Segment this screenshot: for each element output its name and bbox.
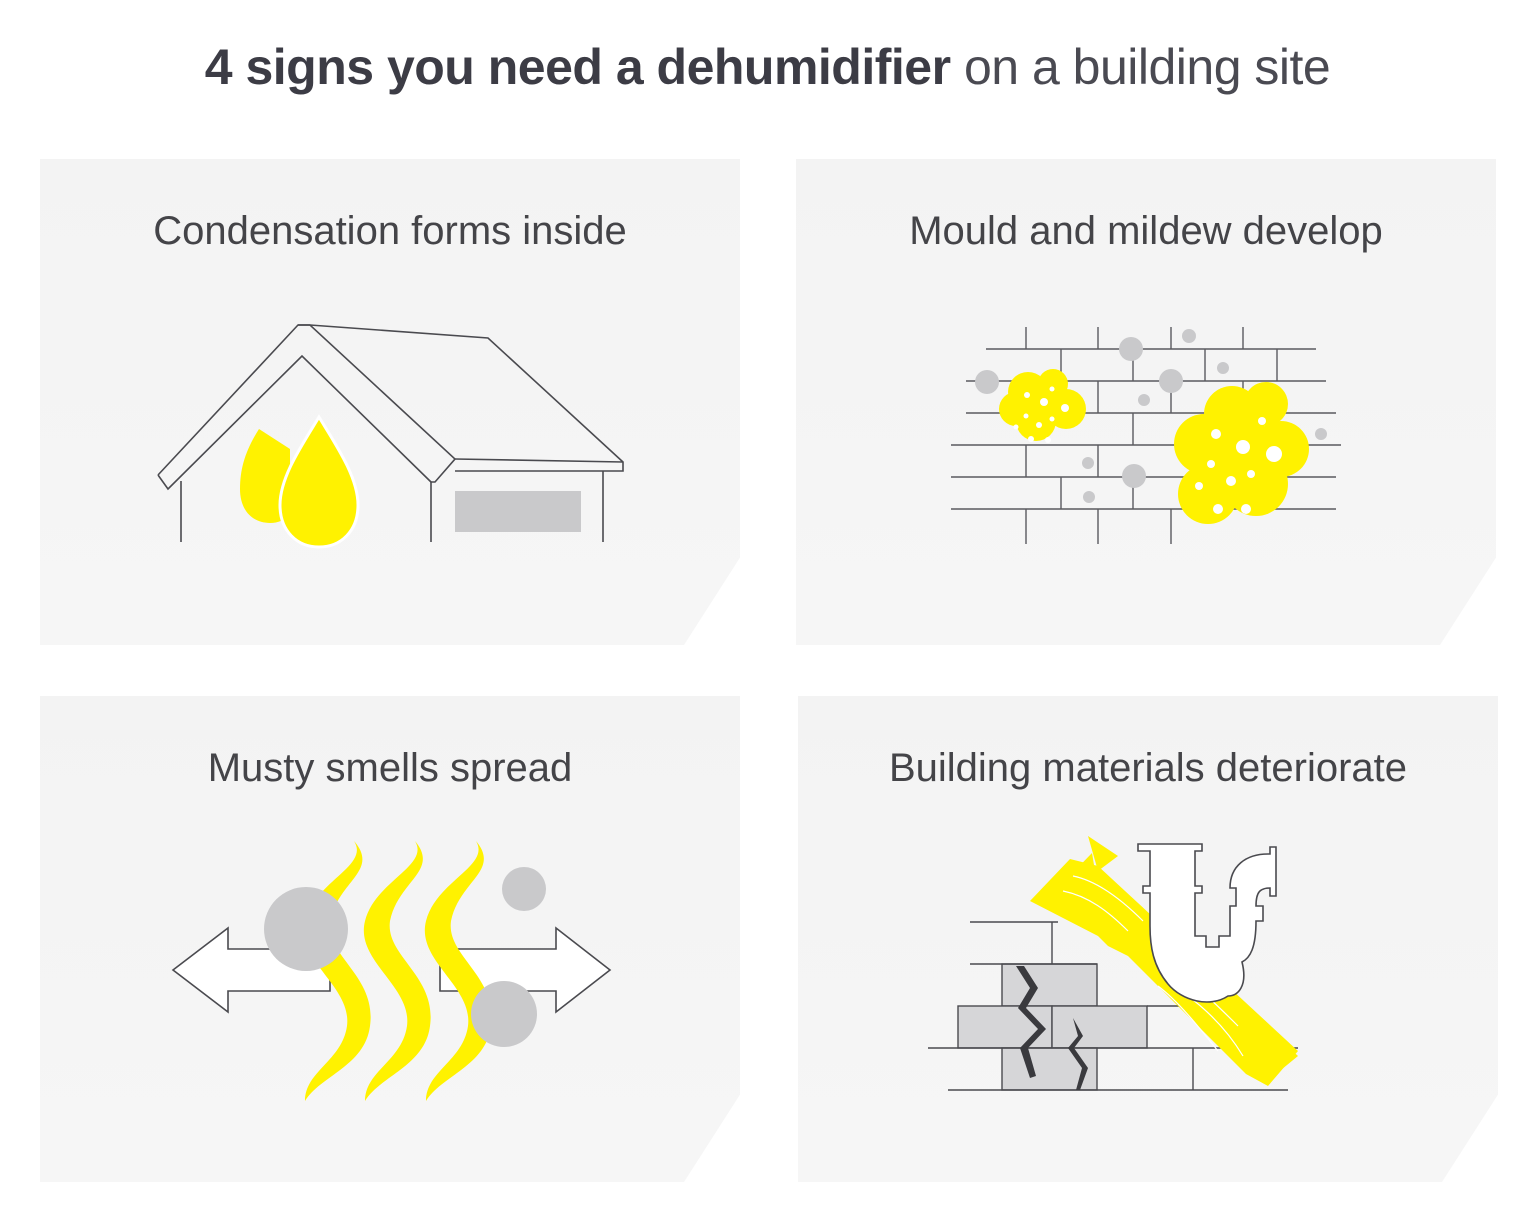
title-bold: 4 signs you need a dehumidifier <box>204 39 951 95</box>
house-with-water-drops-icon <box>157 324 624 549</box>
card-title: Building materials deteriorate <box>888 746 1408 790</box>
card-materials-deteriorate: Building materials deteriorate <box>798 696 1498 1182</box>
card-title: Musty smells spread <box>207 746 573 790</box>
page-title: 4 signs you need a dehumidifier on a bui… <box>0 38 1535 96</box>
card-title: Condensation forms inside <box>153 209 627 253</box>
card-title: Mould and mildew develop <box>909 209 1383 253</box>
brick-wall-with-mould-icon <box>951 327 1341 544</box>
card-condensation: Condensation forms inside <box>40 159 740 645</box>
cracked-bricks-rotting-wood-pipe-icon <box>928 836 1298 1091</box>
card-musty-smells: Musty smells spread <box>40 696 740 1182</box>
card-mould: Mould and mildew develop <box>796 159 1496 645</box>
title-light: on a building site <box>950 39 1331 95</box>
odour-waves-arrows-icon <box>171 841 612 1101</box>
card-background <box>40 159 740 645</box>
